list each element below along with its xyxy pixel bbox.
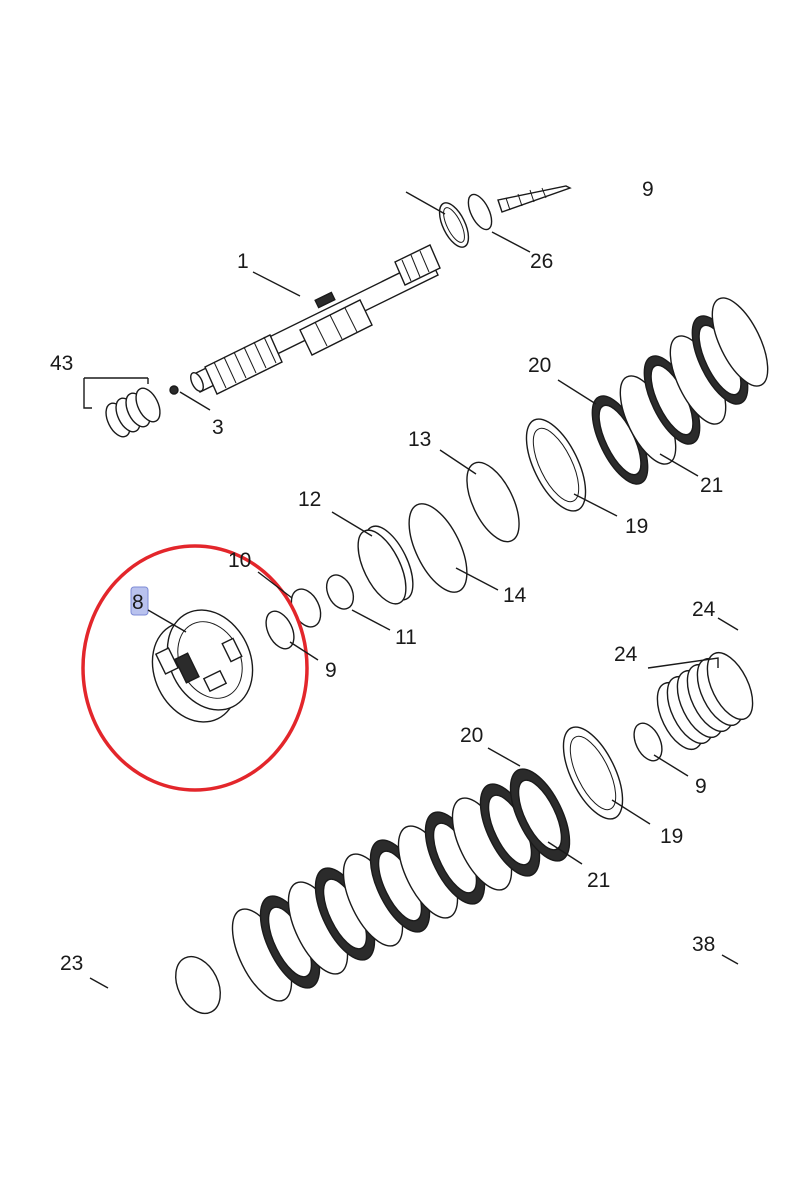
callout-9-right: 9	[695, 775, 707, 798]
spring-part-43	[105, 387, 161, 438]
callout-12: 12	[298, 488, 321, 511]
snap-ring-9-left	[265, 610, 295, 650]
snap-ring-9-right	[633, 722, 663, 762]
callout-10: 10	[228, 549, 251, 572]
callout-8: 8	[132, 591, 144, 614]
highlight-ring	[81, 544, 309, 792]
callout-1: 1	[237, 250, 249, 273]
hub-part-8	[151, 609, 254, 723]
callout-20-upper: 20	[528, 354, 551, 377]
leader-lines	[83, 191, 739, 989]
callout-9-top: 9	[642, 178, 654, 201]
callout-8-highlight-chip	[130, 586, 149, 616]
callout-24-lower: 24	[614, 643, 638, 666]
callout-19-upper: 19	[625, 515, 648, 538]
clutch-pack-upper	[591, 297, 769, 485]
callout-9-left: 9	[325, 659, 337, 682]
callout-14: 14	[503, 584, 527, 607]
callout-23: 23	[60, 952, 83, 975]
callout-20-lower: 20	[460, 724, 483, 747]
reaction-plate-upper-19	[525, 418, 587, 512]
callout-21-upper: 21	[700, 474, 723, 497]
callout-38: 38	[692, 933, 715, 956]
ball-part-3	[169, 385, 179, 395]
callout-26: 26	[530, 250, 553, 273]
shaft-part-1	[190, 244, 441, 395]
callouts: 1 3 43 26 9 20 21 19 13 12 14 10 11 9 8 …	[50, 178, 723, 975]
snap-rings-top	[438, 193, 493, 248]
callout-3: 3	[212, 416, 224, 439]
clutch-pack-top-edge	[497, 185, 572, 213]
callout-21-lower: 21	[587, 869, 610, 892]
piston-part-12	[357, 525, 414, 605]
o-ring-13	[466, 461, 520, 543]
callout-24-upper: 24	[692, 598, 716, 621]
callout-13: 13	[408, 428, 431, 451]
callout-11: 11	[395, 626, 417, 649]
reaction-plate-lower-19	[562, 726, 624, 820]
callout-19-lower: 19	[660, 825, 683, 848]
callout-43: 43	[50, 352, 73, 375]
clutch-pack-lower	[231, 768, 571, 1002]
seal-part-11	[325, 574, 355, 610]
lower-left-plate-23	[175, 955, 221, 1015]
spring-pack-24	[656, 651, 754, 751]
o-ring-14	[408, 503, 468, 593]
